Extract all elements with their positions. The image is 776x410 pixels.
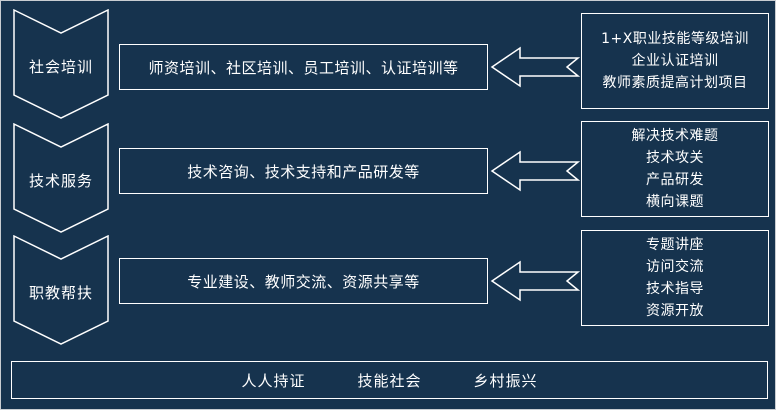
category-chevron-banner: 职教帮扶 xyxy=(13,235,109,345)
detail-line: 产品研发 xyxy=(646,172,704,188)
footer-item: 乡村振兴 xyxy=(473,371,538,390)
flow-arrow xyxy=(490,259,580,303)
services-box: 师资培训、社区培训、员工培训、认证培训等 xyxy=(119,44,488,90)
footer-item: 人人持证 xyxy=(241,371,306,390)
category-label: 职教帮扶 xyxy=(28,284,93,302)
detail-line: 技术攻关 xyxy=(646,150,704,166)
category-label: 社会培训 xyxy=(28,58,93,76)
detail-box: 1+X职业技能等级培训 企业认证培训 教师素质提高计划项目 xyxy=(581,13,769,109)
detail-line: 专题讲座 xyxy=(646,237,704,253)
detail-line: 横向课题 xyxy=(646,194,704,210)
flow-arrow xyxy=(490,45,580,89)
chevron-down-banner-icon xyxy=(13,123,109,233)
services-box: 专业建设、教师交流、资源共享等 xyxy=(119,258,488,304)
detail-line: 企业认证培训 xyxy=(631,53,719,69)
services-box: 技术咨询、技术支持和产品研发等 xyxy=(119,148,488,194)
detail-line: 教师素质提高计划项目 xyxy=(602,75,748,91)
chevron-down-banner-icon xyxy=(13,9,109,119)
left-arrow-icon xyxy=(490,260,580,302)
detail-line: 访问交流 xyxy=(646,259,704,275)
detail-box: 解决技术难题 技术攻关 产品研发 横向课题 xyxy=(581,121,769,217)
flow-arrow xyxy=(490,149,580,193)
detail-line: 1+X职业技能等级培训 xyxy=(601,31,749,47)
category-label: 技术服务 xyxy=(28,172,93,190)
detail-box: 专题讲座 访问交流 技术指导 资源开放 xyxy=(581,230,769,326)
chevron-down-banner-icon xyxy=(13,235,109,345)
left-arrow-icon xyxy=(490,46,580,88)
category-chevron-banner: 社会培训 xyxy=(13,9,109,119)
left-arrow-icon xyxy=(490,150,580,192)
detail-line: 技术指导 xyxy=(646,281,704,297)
services-text: 专业建设、教师交流、资源共享等 xyxy=(187,272,420,291)
footer-item: 技能社会 xyxy=(357,371,422,390)
services-text: 师资培训、社区培训、员工培训、认证培训等 xyxy=(148,58,459,77)
services-text: 技术咨询、技术支持和产品研发等 xyxy=(187,162,420,181)
detail-line: 解决技术难题 xyxy=(631,128,719,144)
detail-line: 资源开放 xyxy=(646,303,704,319)
category-chevron-banner: 技术服务 xyxy=(13,123,109,233)
footer-bar: 人人持证 技能社会 乡村振兴 xyxy=(11,361,768,399)
